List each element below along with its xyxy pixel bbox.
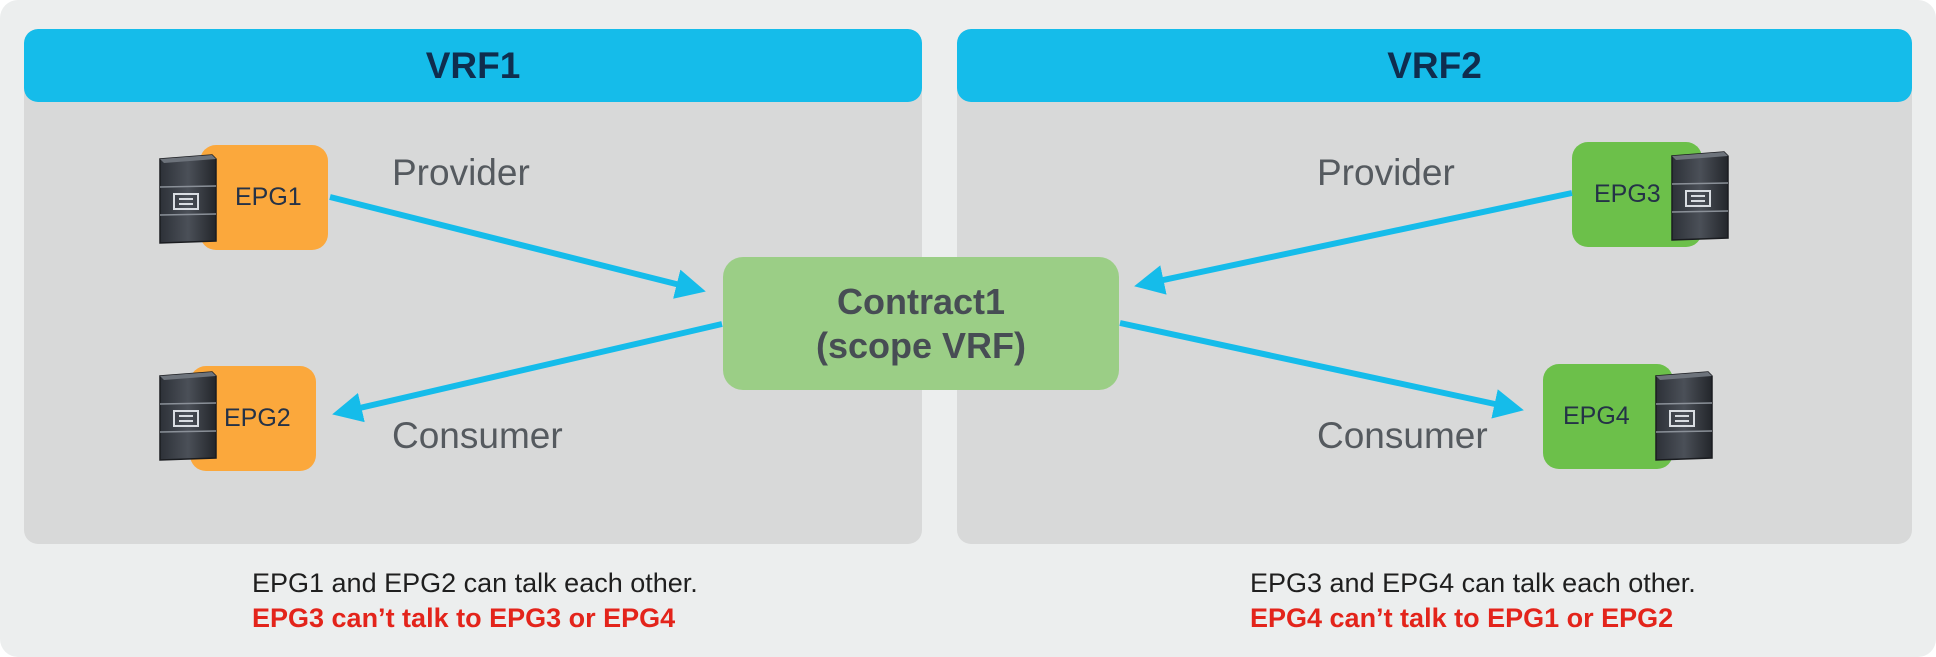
- vrf1-provider-label: Provider: [392, 152, 530, 193]
- epg4-box: EPG4: [1543, 364, 1673, 469]
- vrf2-note-line1: EPG3 and EPG4 can talk each other.: [1250, 568, 1696, 598]
- arrow-epg1-to-contract: [329, 194, 706, 299]
- epg1-label: EPG1: [235, 183, 302, 211]
- arrow-contract-to-epg2: [332, 321, 723, 423]
- vrf1-note-line2: EPG3 can’t talk to EPG3 or EPG4: [252, 603, 676, 633]
- vrf1-title: VRF1: [425, 44, 521, 86]
- vrf2-provider-label: Provider: [1317, 152, 1455, 193]
- vrf1-note-line1: EPG1 and EPG2 can talk each other.: [252, 568, 698, 598]
- vrf2-note-line2: EPG4 can’t talk to EPG1 or EPG2: [1250, 603, 1674, 633]
- vrf2-title: VRF2: [1387, 44, 1482, 86]
- vrf2-note: EPG3 and EPG4 can talk each other. EPG4 …: [1250, 566, 1696, 636]
- arrow-epg3-to-contract: [1134, 190, 1573, 295]
- vrf1-header: VRF1: [24, 29, 922, 102]
- server-icon: [159, 371, 217, 461]
- vrf2-panel: VRF2: [957, 29, 1912, 544]
- server-icon: [1671, 151, 1729, 241]
- epg2-label: EPG2: [224, 404, 291, 432]
- server-icon: [1655, 371, 1713, 461]
- vrf2-consumer-label: Consumer: [1317, 415, 1488, 456]
- contract-box: Contract1 (scope VRF): [723, 257, 1119, 390]
- contract-scope: (scope VRF): [815, 324, 1027, 366]
- arrow-contract-to-epg4: [1119, 320, 1524, 419]
- vrf2-header: VRF2: [957, 29, 1912, 102]
- epg4-label: EPG4: [1563, 402, 1630, 430]
- epg1-box: EPG1: [200, 145, 328, 250]
- vrf1-consumer-label: Consumer: [392, 415, 563, 456]
- epg3-label: EPG3: [1594, 180, 1661, 208]
- contract-name: Contract1: [836, 280, 1006, 322]
- vrf1-note: EPG1 and EPG2 can talk each other. EPG3 …: [252, 566, 698, 636]
- server-icon: [159, 154, 217, 244]
